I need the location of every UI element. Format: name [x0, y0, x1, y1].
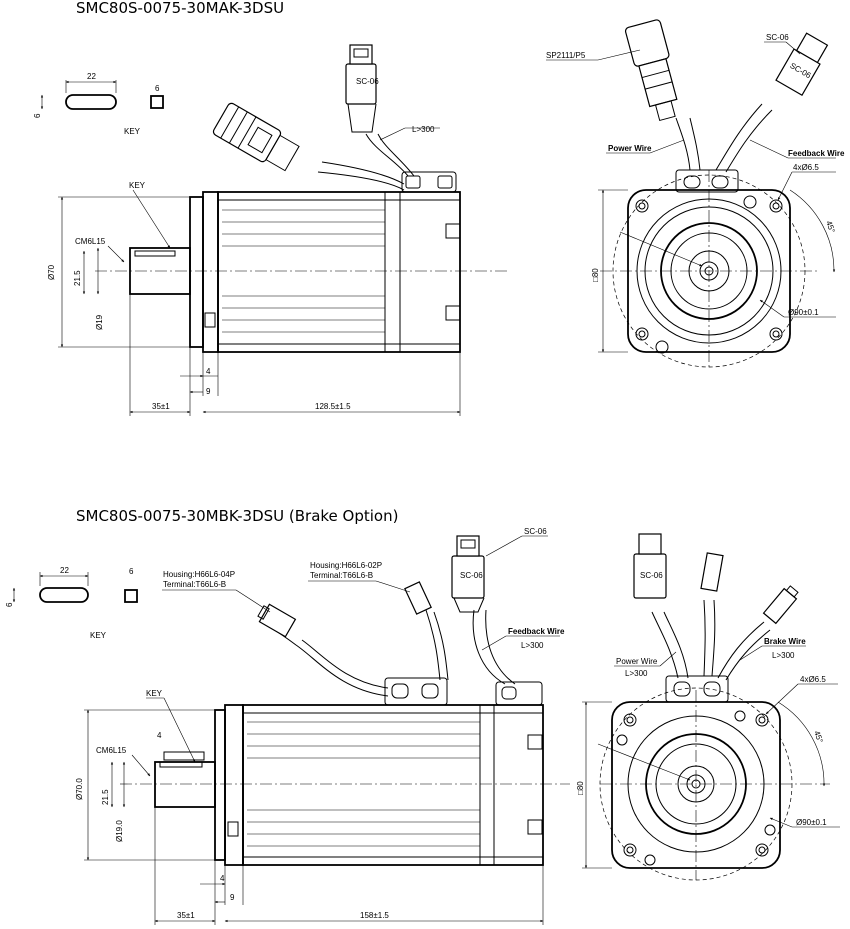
side-view-bottom: SC-06 Housing:H66L6-04P Terminal:T66L6-B…: [75, 527, 570, 925]
title-top: SMC80S-0075-30MAK-3DSU: [76, 0, 284, 17]
body-len-label-top: 128.5±1.5: [315, 402, 351, 411]
shaft-len-label-bottom: 35±1: [177, 911, 195, 920]
pcd-label-bottom: Ø90±0.1: [796, 818, 827, 827]
svg-text:SC-06: SC-06: [640, 571, 663, 580]
shaft-bottom: [154, 761, 216, 808]
power-connector-side: [212, 102, 300, 172]
feedback-connector-side: SC-06: [345, 44, 379, 133]
key-depth-label-bottom: 21.5: [101, 789, 110, 805]
angle-label-bottom: 45°: [812, 730, 825, 744]
motor-body: [217, 191, 461, 353]
thread-label-top: CM6L15: [75, 237, 106, 246]
holes-label-bottom: 4xØ6.5: [800, 675, 826, 684]
feedback-cable: [365, 133, 409, 177]
pilot-dia-label-top: Ø70: [47, 264, 56, 280]
key-label-top: KEY: [124, 127, 141, 136]
feedback-len-label-bottom: L>300: [521, 641, 544, 650]
terminal2-label: Terminal:T66L6-B: [310, 571, 373, 580]
feedback-connector-front-bottom: [762, 585, 799, 625]
mounting-holes-bottom: [616, 710, 776, 866]
pcd-label-top: Ø90±0.1: [788, 308, 819, 317]
flange-thk-label-bottom: 4: [220, 874, 225, 883]
key-detail-top: 22 6 6 KEY: [33, 72, 164, 136]
power-wire-label-bottom: Power Wire: [616, 657, 658, 666]
motor-body-bottom: [242, 704, 544, 866]
brake-len-label-bottom: L>300: [772, 651, 795, 660]
key-side-label-bottom: 6: [129, 567, 134, 576]
flange-gap-label-top: 9: [206, 387, 211, 396]
mounting-holes-top: [635, 195, 783, 354]
key-pointer-bottom: KEY: [146, 689, 163, 698]
feedback-connector-label-bottom: SC-06: [524, 527, 547, 536]
key-section: [150, 95, 164, 109]
key-width-label: 22: [87, 72, 96, 81]
key-thick-label-bottom: 6: [5, 602, 14, 607]
holes-label-top: 4xØ6.5: [793, 163, 819, 172]
key-pointer-top: KEY: [129, 181, 146, 190]
cable-len-label: L>300: [412, 125, 435, 134]
key-dim-label-bottom: 4: [157, 731, 162, 740]
svg-text:SC-06: SC-06: [460, 571, 483, 580]
power-connector-front-bottom: SC-06: [633, 533, 667, 599]
housing2-label: Housing:H66L6-02P: [310, 561, 382, 570]
keyway: [134, 250, 176, 257]
flange-thk-label-top: 4: [206, 367, 211, 376]
flange-gap-label-bottom: 9: [230, 893, 235, 902]
svg-text:SC-06: SC-06: [356, 77, 379, 86]
power-connector-bottom: [257, 603, 297, 638]
key-detail-bottom: 22 6 6 KEY: [5, 566, 138, 640]
front-view-top: SC-06 SP2111/P5 SC-06 Power Wire Feedbac…: [546, 19, 845, 370]
housing1-label: Housing:H66L6-04P: [163, 570, 235, 579]
shaft-dia-label-top: Ø19: [95, 314, 104, 330]
thread-label-bottom: CM6L15: [96, 746, 127, 755]
title-bottom: SMC80S-0075-30MBK-3DSU (Brake Option): [76, 507, 398, 525]
feedback-connector-front: SC-06: [775, 32, 829, 97]
body-len-label-bottom: 158±1.5: [360, 911, 389, 920]
feedback-wire-label-bottom: Feedback Wire: [508, 627, 565, 636]
power-connector-label: SP2111/P5: [546, 51, 586, 60]
brake-connector-front-bottom: [700, 552, 724, 592]
key-outline: [65, 94, 117, 110]
key-width-label-bottom: 22: [60, 566, 69, 575]
flange-pilot: [189, 196, 204, 348]
power-connector-front: [624, 19, 678, 122]
shaft-dia-label-bottom: Ø19.0: [115, 820, 124, 842]
pilot-dia-label-bottom: Ø70.0: [75, 778, 84, 800]
angle-label-top: 45°: [824, 220, 837, 234]
drawing-bottom: SMC80S-0075-30MBK-3DSU (Brake Option) 22…: [5, 507, 840, 925]
power-wire-label-top: Power Wire: [608, 144, 652, 153]
feedback-connector-label-top: SC-06: [766, 33, 789, 42]
brake-wire-label-bottom: Brake Wire: [764, 637, 806, 646]
square-label-bottom: □80: [576, 781, 585, 795]
key-side-label: 6: [155, 84, 160, 93]
terminal1-label: Terminal:T66L6-B: [163, 580, 226, 589]
connector-block: [401, 171, 457, 193]
key-label-bottom: KEY: [90, 631, 107, 640]
body-ribs: [222, 209, 385, 333]
brake-connector-bottom: [404, 581, 432, 615]
front-view-bottom: SC-06 Power Wire L>300 Brake Wire L>300 …: [576, 533, 840, 881]
flange: [202, 191, 219, 353]
drawing-top: SMC80S-0075-30MAK-3DSU 22 6 6 KEY: [33, 0, 845, 416]
shaft-len-label-top: 35±1: [152, 402, 170, 411]
key-thick-label: 6: [33, 113, 42, 118]
feedback-wire-label-top: Feedback Wire: [788, 149, 845, 158]
side-view-top: SC-06 L>300 KEY CM6L15 Ø70 21.5 Ø19: [47, 44, 510, 416]
power-len-label-bottom: L>300: [625, 669, 648, 678]
feedback-connector-bottom: SC-06: [451, 535, 485, 613]
front-flange: [627, 189, 791, 353]
square-label-top: □80: [591, 268, 600, 282]
key-depth-label-top: 21.5: [73, 270, 82, 286]
power-cable: [317, 171, 405, 191]
